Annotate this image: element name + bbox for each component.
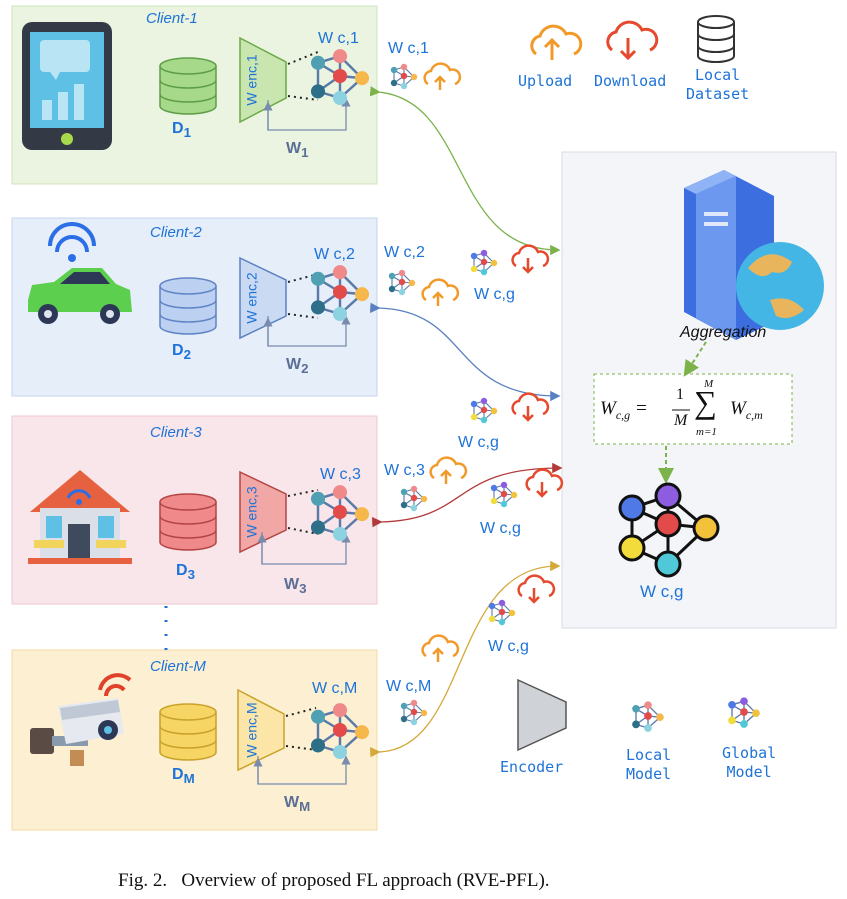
encoder-m bbox=[237, 688, 285, 772]
encoder-3 bbox=[239, 470, 287, 554]
side-wc-m-label: W c,M bbox=[386, 678, 432, 695]
legend-local-model-icon bbox=[632, 701, 664, 732]
phone-icon bbox=[22, 22, 112, 150]
encoder-2 bbox=[239, 256, 287, 340]
dataset-3-label: D3 bbox=[176, 562, 195, 583]
legend-encoder-icon bbox=[517, 678, 567, 752]
formula-lhs: Wc,g = bbox=[600, 398, 648, 422]
encoder-2-label: W enc,2 bbox=[243, 272, 260, 324]
side-model-3-icon bbox=[400, 485, 428, 512]
client-2-title: Client-2 bbox=[150, 224, 202, 241]
database-3-icon bbox=[159, 493, 217, 551]
encoder-3-label: W enc,3 bbox=[243, 486, 260, 538]
formula-sum-top: M bbox=[704, 378, 714, 390]
download-cloud-1-icon bbox=[511, 244, 550, 274]
global-model-small-4-icon bbox=[488, 599, 516, 626]
legend-encoder-label: Encoder bbox=[500, 758, 564, 776]
upload-icon bbox=[530, 24, 583, 60]
encoder-1-label: W enc,1 bbox=[243, 54, 260, 106]
upload-cloud-m-icon bbox=[421, 634, 460, 662]
formula-sum-bottom: m=1 bbox=[696, 426, 717, 438]
global-model-small-3-icon bbox=[490, 481, 518, 508]
camera-icon bbox=[30, 673, 132, 766]
side-wc-2-label: W c,2 bbox=[384, 244, 425, 261]
client-m-wc-label: W c,M bbox=[312, 680, 358, 697]
upload-cloud-3-icon bbox=[429, 456, 468, 484]
global-wc-label-4: W c,g bbox=[488, 638, 529, 655]
dataset-m-label: DM bbox=[172, 766, 195, 787]
server-icon bbox=[684, 170, 824, 340]
client-2-wc-label: W c,2 bbox=[314, 246, 355, 263]
server-global-label: W c,g bbox=[640, 582, 684, 601]
formula-sigma: ∑ bbox=[694, 384, 717, 420]
client-2-model-icon bbox=[310, 265, 370, 322]
side-wc-3-label: W c,3 bbox=[384, 462, 425, 479]
global-wc-label-1: W c,g bbox=[474, 286, 515, 303]
upload-cloud-2-icon bbox=[421, 278, 460, 306]
client-2-w-label: W2 bbox=[286, 356, 309, 377]
legend-global-model-label: Global Model bbox=[722, 744, 777, 781]
client-3-model-icon bbox=[310, 485, 370, 542]
upload-cloud-1-icon bbox=[423, 62, 462, 90]
legend-local-model-label: Local Model bbox=[626, 746, 672, 783]
side-model-2-icon bbox=[388, 269, 416, 296]
client-1-wc-label: W c,1 bbox=[318, 30, 359, 47]
client-m-w-label: WM bbox=[284, 794, 311, 815]
side-model-1-icon bbox=[390, 63, 418, 90]
database-2-icon bbox=[159, 277, 217, 335]
download-cloud-3-icon bbox=[525, 468, 564, 498]
download-icon bbox=[606, 20, 659, 61]
client-3-title: Client-3 bbox=[150, 424, 202, 441]
global-wc-label-3: W c,g bbox=[480, 520, 521, 537]
aggregation-label: Aggregation bbox=[680, 324, 767, 341]
car-icon bbox=[28, 222, 132, 324]
global-model-icon bbox=[618, 482, 720, 578]
database-m-icon bbox=[159, 703, 217, 761]
legend-upload-label: Upload bbox=[518, 72, 573, 90]
figure-caption: Fig. 2. Overview of proposed FL approach… bbox=[118, 870, 550, 891]
encoder-m-label: W enc,M bbox=[243, 702, 260, 758]
download-cloud-m-icon bbox=[517, 574, 556, 604]
side-wc-1-label: W c,1 bbox=[388, 40, 429, 57]
formula-rhs: Wc,m bbox=[730, 398, 763, 422]
formula-frac-den: M bbox=[674, 412, 688, 429]
dataset-1-label: D1 bbox=[172, 120, 191, 141]
client-3-wc-label: W c,3 bbox=[320, 466, 361, 483]
client-1-w-label: W1 bbox=[286, 140, 309, 161]
encoder-1 bbox=[239, 36, 287, 124]
client-3-w-label: W3 bbox=[284, 576, 307, 597]
global-wc-label-2: W c,g bbox=[458, 434, 499, 451]
dataset-2-label: D2 bbox=[172, 342, 191, 363]
side-model-m-icon bbox=[400, 699, 428, 726]
client-1-title: Client-1 bbox=[146, 10, 198, 27]
legend-global-model-icon bbox=[728, 697, 760, 728]
client-m-model-icon bbox=[310, 703, 370, 760]
database-1-icon bbox=[159, 57, 217, 115]
house-icon bbox=[28, 470, 132, 564]
legend-download-label: Download bbox=[594, 72, 667, 90]
client-m-title: Client-M bbox=[150, 658, 206, 675]
global-model-small-1-icon bbox=[470, 249, 498, 276]
local-dataset-icon bbox=[697, 15, 735, 63]
global-model-small-2-icon bbox=[470, 397, 498, 424]
formula-frac-num: 1 bbox=[676, 386, 684, 403]
client-1-model-icon bbox=[310, 49, 370, 106]
download-cloud-2-icon bbox=[511, 392, 550, 422]
legend-local-dataset-label: Local Dataset bbox=[686, 66, 750, 103]
